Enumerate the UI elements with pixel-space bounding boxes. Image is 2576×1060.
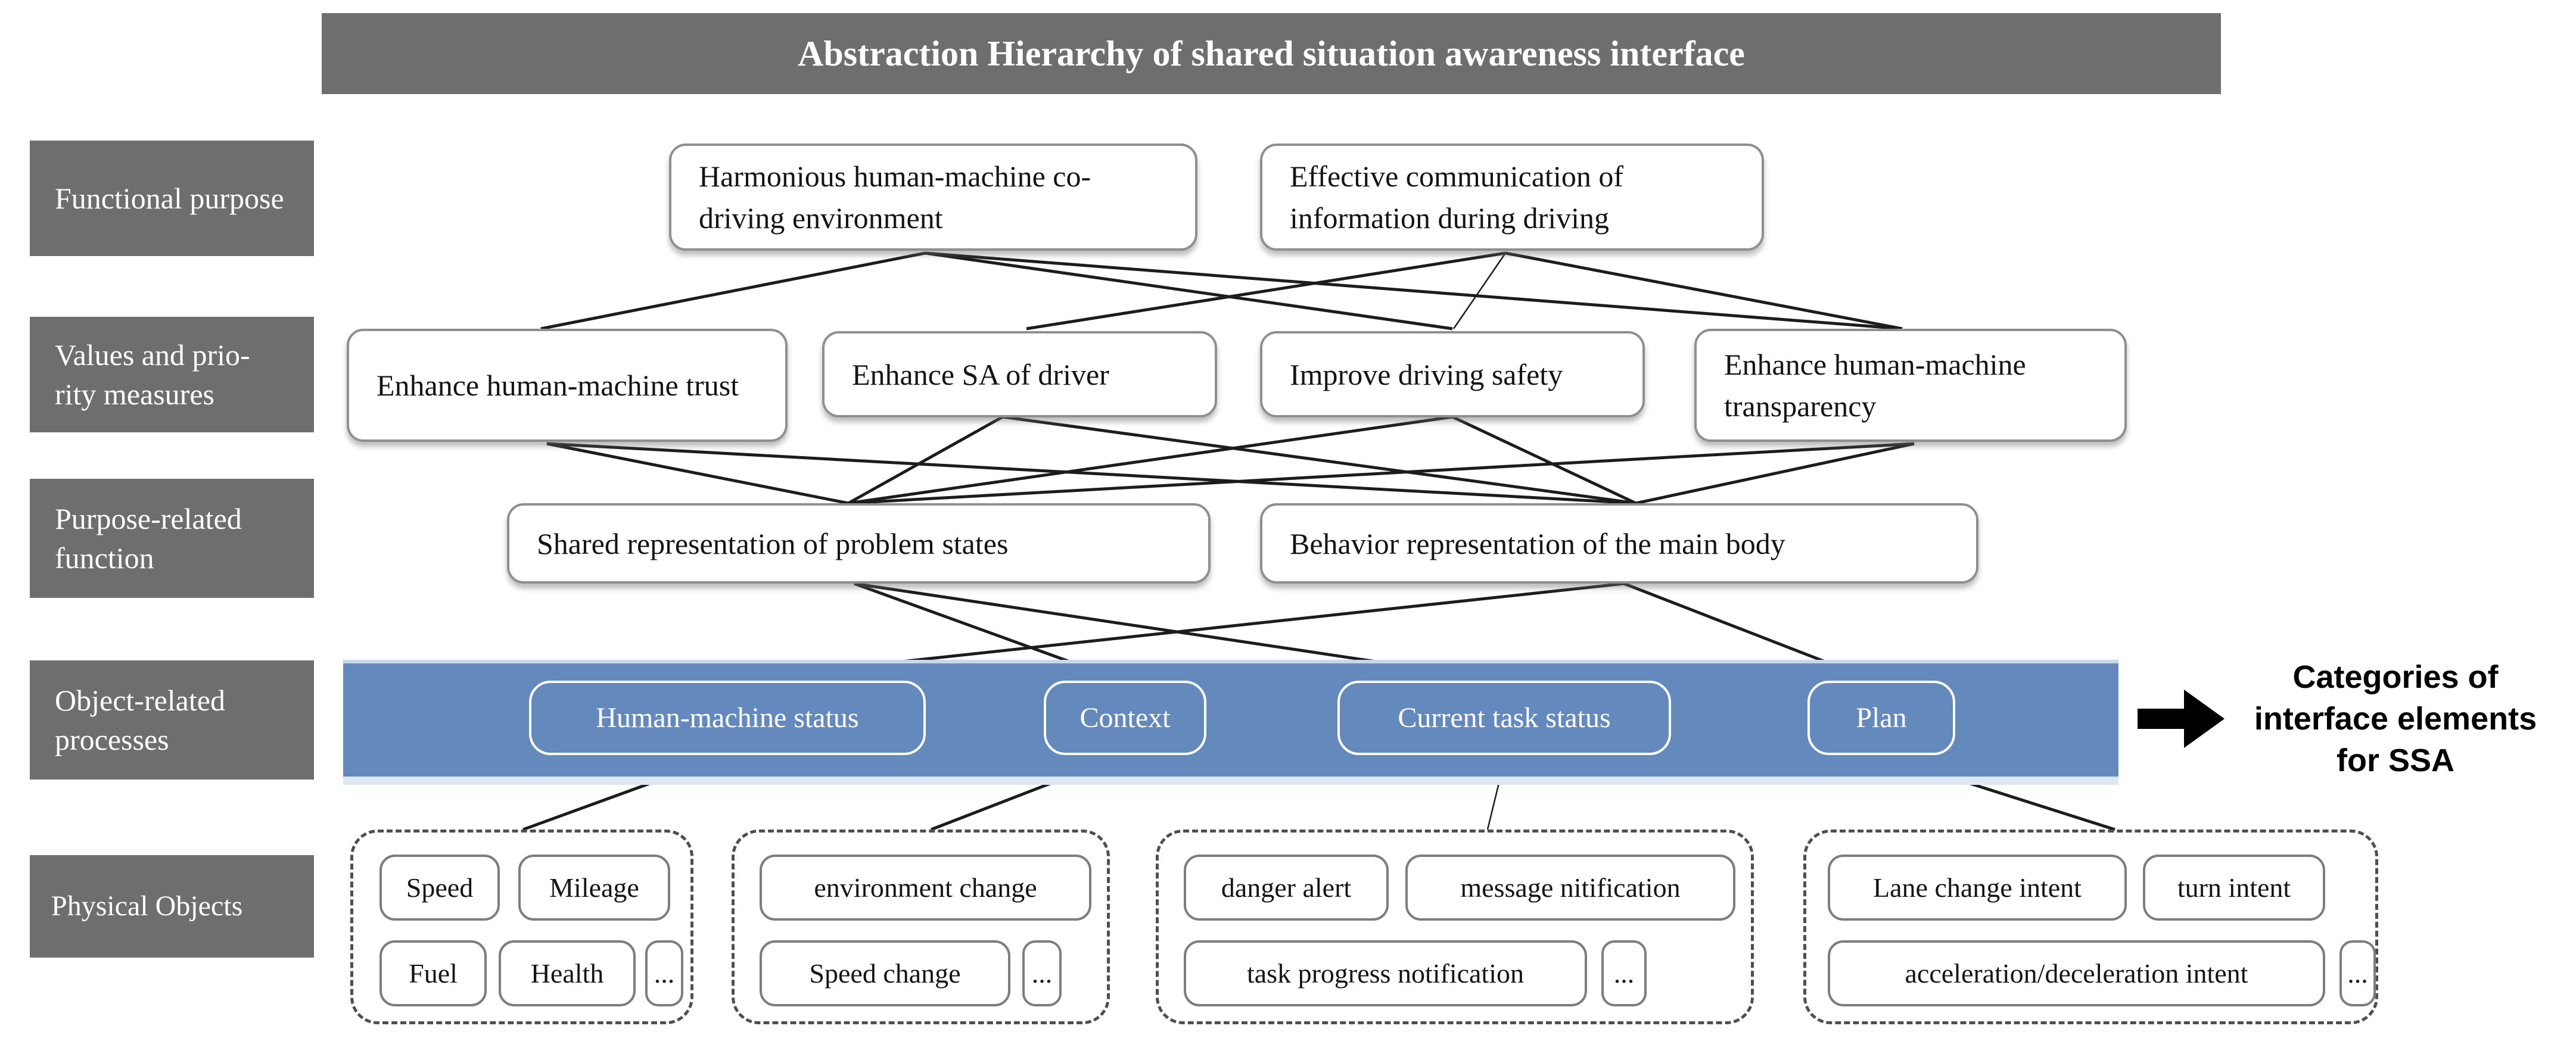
band-item-human-machine-status: Human-machine status: [529, 681, 926, 755]
node-enhance-human-machine-transparency: Enhance human-machine transparency: [1694, 329, 2127, 442]
chip-speed: Speed: [379, 855, 500, 921]
chip-more-context: ...: [1022, 940, 1062, 1006]
chip-fuel: Fuel: [379, 940, 487, 1006]
chip-acceleration-deceleration-intent: acceleration/deceleration intent: [1828, 940, 2325, 1006]
chip-lane-change-intent: Lane change intent: [1828, 855, 2127, 921]
node-harmonious-codriving-environment: Harmonious human-machine co-driving envi…: [669, 144, 1197, 251]
chip-message-notification: message nitification: [1405, 855, 1735, 921]
diagram-title: Abstraction Hierarchy of shared situatio…: [322, 13, 2221, 94]
physical-group-task: danger alert message nitification task p…: [1156, 830, 1754, 1024]
ssa-annotation: Categories of interface elements for SSA: [2254, 659, 2537, 779]
band-item-current-task-status: Current task status: [1337, 681, 1671, 755]
band-item-context: Context: [1044, 681, 1206, 755]
chip-mileage: Mileage: [518, 855, 670, 921]
chip-turn-intent: turn intent: [2143, 855, 2325, 921]
row-label-values-priority-measures: Values and prio- rity measures: [30, 317, 314, 432]
node-improve-driving-safety: Improve driving safety: [1260, 331, 1645, 417]
chip-more-status: ...: [645, 940, 683, 1006]
chip-environment-change: environment change: [760, 855, 1091, 921]
chip-task-progress-notification: task progress notification: [1184, 940, 1587, 1006]
row-label-object-related-processes: Object-related processes: [30, 660, 314, 780]
chip-more-task: ...: [1601, 940, 1647, 1006]
right-arrow-icon: [2138, 690, 2225, 748]
object-processes-band: [343, 660, 2118, 777]
physical-group-plan: Lane change intent turn intent accelerat…: [1803, 830, 2378, 1024]
chip-speed-change: Speed change: [760, 940, 1010, 1006]
node-behavior-representation: Behavior representation of the main body: [1260, 503, 1978, 584]
row-label-physical-objects: Physical Objects: [30, 855, 314, 958]
band-bottom-highlight: [343, 777, 2118, 785]
band-item-plan: Plan: [1807, 681, 1955, 755]
chip-more-plan: ...: [2339, 940, 2376, 1006]
node-enhance-human-machine-trust: Enhance human-machine trust: [347, 329, 788, 442]
physical-group-context: environment change Speed change ...: [732, 830, 1110, 1024]
chip-danger-alert: danger alert: [1184, 855, 1389, 921]
row-label-functional-purpose: Functional purpose: [30, 141, 314, 256]
physical-group-status: Speed Mileage Fuel Health ...: [350, 830, 693, 1024]
row-label-purpose-related-function: Purpose-related function: [30, 479, 314, 598]
node-effective-communication: Effective communication of information d…: [1260, 144, 1764, 251]
node-enhance-sa-of-driver: Enhance SA of driver: [822, 331, 1217, 417]
node-shared-representation: Shared representation of problem states: [507, 503, 1211, 584]
chip-health: Health: [499, 940, 636, 1006]
